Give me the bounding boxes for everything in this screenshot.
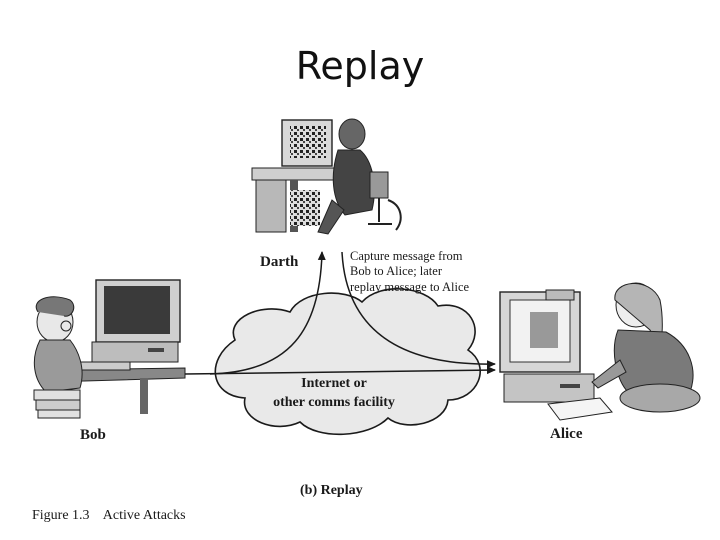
annotation-line-1: Capture message from: [350, 249, 463, 263]
subcaption: (b) Replay: [300, 483, 363, 498]
darth-label: Darth: [260, 254, 299, 270]
capture-path-to-darth: [209, 251, 326, 375]
internet-cloud: [214, 288, 481, 436]
cloud-label-line-2: other comms facility: [273, 395, 395, 410]
bob-label: Bob: [80, 427, 106, 443]
alice-label: Alice: [550, 426, 583, 442]
alice-workstation: [499, 282, 701, 421]
cloud-label-line-1: Internet or: [301, 376, 367, 391]
figure-caption: Figure 1.3 Active Attacks: [32, 508, 186, 523]
slide-title: Replay: [295, 44, 425, 88]
replay-path-darth-to-alice: [341, 251, 496, 369]
bob-workstation: [33, 279, 186, 419]
annotation-line-2: Bob to Alice; later: [350, 264, 443, 278]
darth-workstation: [251, 118, 402, 235]
message-path-bob-to-alice: [184, 366, 496, 375]
annotation-line-3: replay message to Alice: [350, 280, 470, 294]
